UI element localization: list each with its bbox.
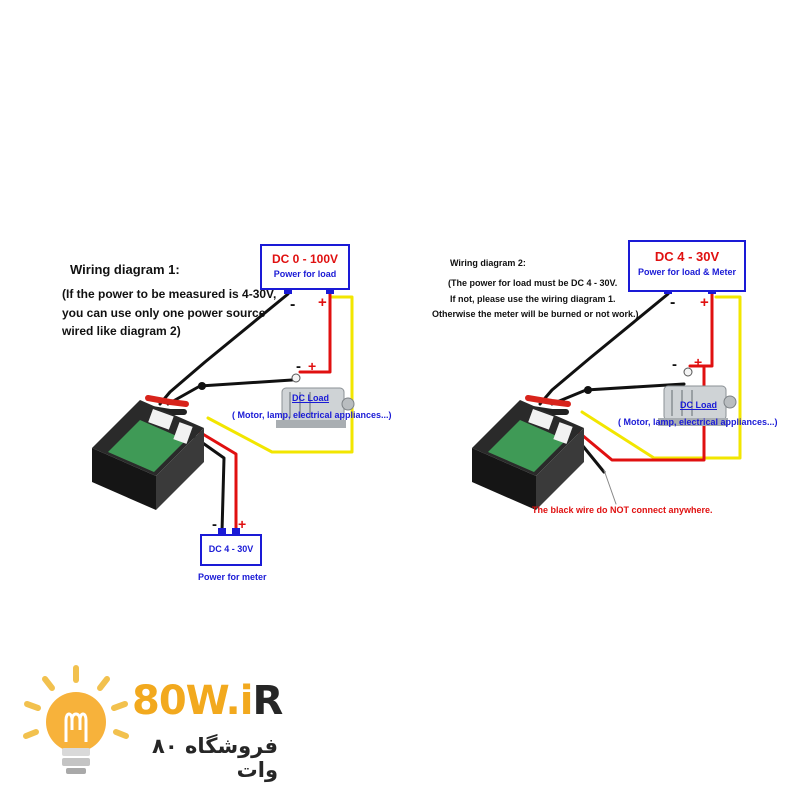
diagram1-meter-power-title: DC 4 - 30V [208,544,254,554]
diagram2-load-minus: - [670,294,676,311]
diagram1-title: Wiring diagram 1: [70,262,180,277]
brand-name-tail: R [252,678,283,724]
meter-module-icon [472,400,584,510]
diagram1-red-lead [145,395,189,407]
diagram1-meter-plus: + [238,516,247,532]
diagram2-warning-pointer [603,469,617,505]
diagram1-black-wire-load [158,292,290,406]
diagram2-title: Wiring diagram 2: [450,258,526,268]
diagram2-motor-plus: + [694,354,703,370]
diagram1-motor-plus: + [308,358,317,374]
brand-tagline: فروشگاه ۸۰ وات [152,734,278,782]
diagram2-load-power-title: DC 4 - 30V [654,249,720,264]
diagram1-meter-power-subtitle: Power for meter [198,572,267,582]
diagram1-meter-power-box: DC 4 - 30V [200,534,262,566]
diagram1-red-wire-meter [194,428,238,534]
diagram2-note-line-3: Otherwise the meter will be burned or no… [432,309,639,319]
diagram1-load-power-title: DC 0 - 100V [271,252,339,266]
brand-name: 80W.iR [132,678,283,724]
diagram2-red-lead [525,395,571,407]
meter-module-icon [92,400,204,510]
diagram1-black-wire-motor [166,378,294,406]
diagram1-appliances-label: ( Motor, lamp, electrical appliances...) [232,410,392,420]
diagram1-load-power-box: DC 0 - 100V Power for load [260,244,350,290]
diagram1-motor-minus: - [296,358,301,375]
diagram1-note-line-1: (If the power to be measured is 4-30V, [62,287,277,301]
brand-name-main: 80W.i [132,678,253,724]
diagram1-meter-minus: - [212,516,217,533]
motor-icon [276,373,355,428]
diagram2-note-line-2: If not, please use the wiring diagram 1. [450,294,616,304]
diagram1-dc-load-label: DC Load [292,393,329,403]
diagram2-black-wire-load [538,292,670,406]
diagram1-red-wire-load [298,292,332,374]
motor-icon [658,367,737,426]
diagram2-note-line-1: (The power for load must be DC 4 - 30V. [448,278,618,288]
diagram1-yellow-wire [206,295,354,454]
diagram2-appliances-label: ( Motor, lamp, electrical appliances...) [618,417,778,427]
diagram2-yellow-wire [580,295,742,460]
diagram2-junction [584,386,592,394]
diagram2-red-wire-load [688,292,714,368]
diagram1-load-minus: - [290,296,296,313]
diagram1-note-line-3: wired like diagram 2) [62,324,181,338]
diagram2-load-plus: + [700,294,709,311]
diagram1-load-power-subtitle: Power for load [273,269,337,279]
diagram1-note-line-2: you can use only one power source [62,306,266,320]
diagram2-load-power-subtitle: Power for load & Meter [637,267,736,277]
diagram2-warning-text: The black wire do NOT connect anywhere. [532,505,713,515]
diagram2-motor-minus: - [672,356,677,373]
diagram2-load-power-box: DC 4 - 30V Power for load & Meter [628,240,746,292]
light-bulb-icon [23,665,129,774]
diagram1-load-plus: + [318,294,327,311]
diagram1-junction [198,382,206,390]
diagram2-dc-load-label: DC Load [680,400,717,410]
